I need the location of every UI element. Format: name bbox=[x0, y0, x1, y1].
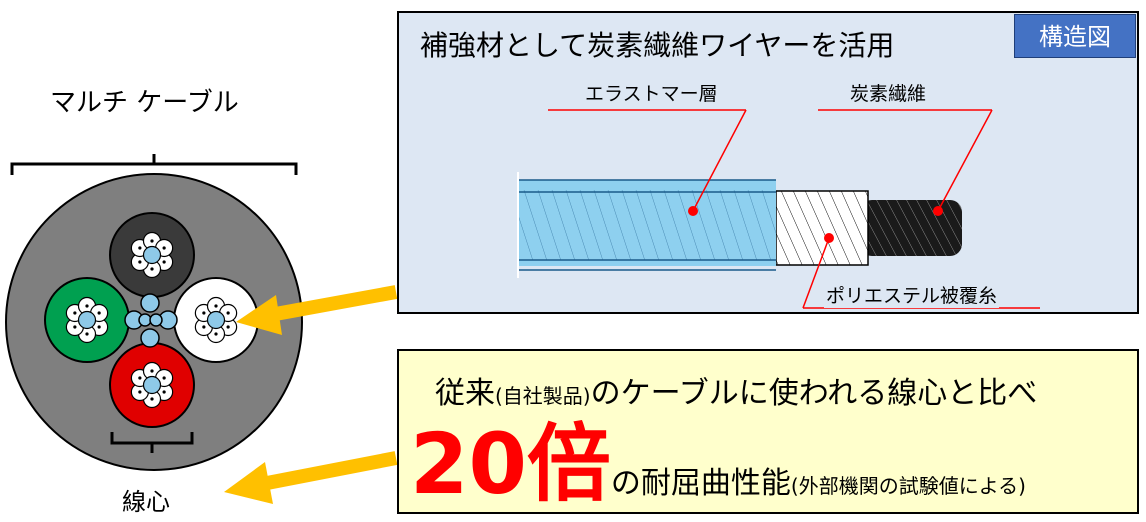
label-elastomer: エラストマー層 bbox=[585, 83, 718, 105]
callout-polyester bbox=[802, 233, 1040, 309]
callout-carbon bbox=[818, 109, 993, 216]
result-panel bbox=[397, 349, 1139, 514]
center-strands bbox=[124, 293, 178, 348]
result-note: (外部機関の試験値による) bbox=[790, 474, 1026, 498]
cable-cross-section bbox=[5, 173, 303, 471]
result-multiplier: 20倍 bbox=[410, 415, 611, 513]
callout-elastomer bbox=[548, 109, 747, 216]
structure-title: 補強材として炭素繊維ワイヤーを活用 bbox=[420, 29, 895, 62]
result-comparison: 従来(自社製品)のケーブルに使われる線心と比べ bbox=[435, 368, 1037, 412]
core-black bbox=[109, 212, 195, 298]
result-suffix: のケーブルに使われる線心と比べ bbox=[590, 376, 1038, 411]
core-white bbox=[173, 277, 259, 363]
structure-badge: 構造図 bbox=[1014, 14, 1136, 58]
wire-center-strand bbox=[77, 310, 97, 330]
core-bracket bbox=[110, 432, 194, 453]
wire-center-strand bbox=[206, 310, 226, 330]
cable-title: マルチ ケーブル bbox=[50, 88, 239, 118]
core-label: 線心 bbox=[122, 488, 170, 516]
result-prefix: 従来 bbox=[435, 376, 495, 411]
polyester-layer bbox=[775, 190, 869, 266]
wire-center-strand bbox=[142, 375, 162, 395]
arrow-to-core bbox=[224, 451, 398, 504]
result-prefix-note: (自社製品) bbox=[495, 384, 591, 408]
elastomer-layer bbox=[517, 172, 776, 278]
cable-bracket bbox=[10, 154, 298, 175]
arrow-to-structure bbox=[236, 285, 398, 335]
label-carbon-fiber: 炭素繊維 bbox=[850, 83, 927, 105]
carbon-fiber-core bbox=[860, 200, 962, 256]
result-performance: 20倍の耐屈曲性能(外部機関の試験値による) bbox=[410, 422, 1026, 506]
wire-center-strand bbox=[142, 245, 162, 265]
label-polyester: ポリエステル被覆糸 bbox=[824, 281, 1000, 308]
result-text: の耐屈曲性能 bbox=[610, 466, 791, 501]
